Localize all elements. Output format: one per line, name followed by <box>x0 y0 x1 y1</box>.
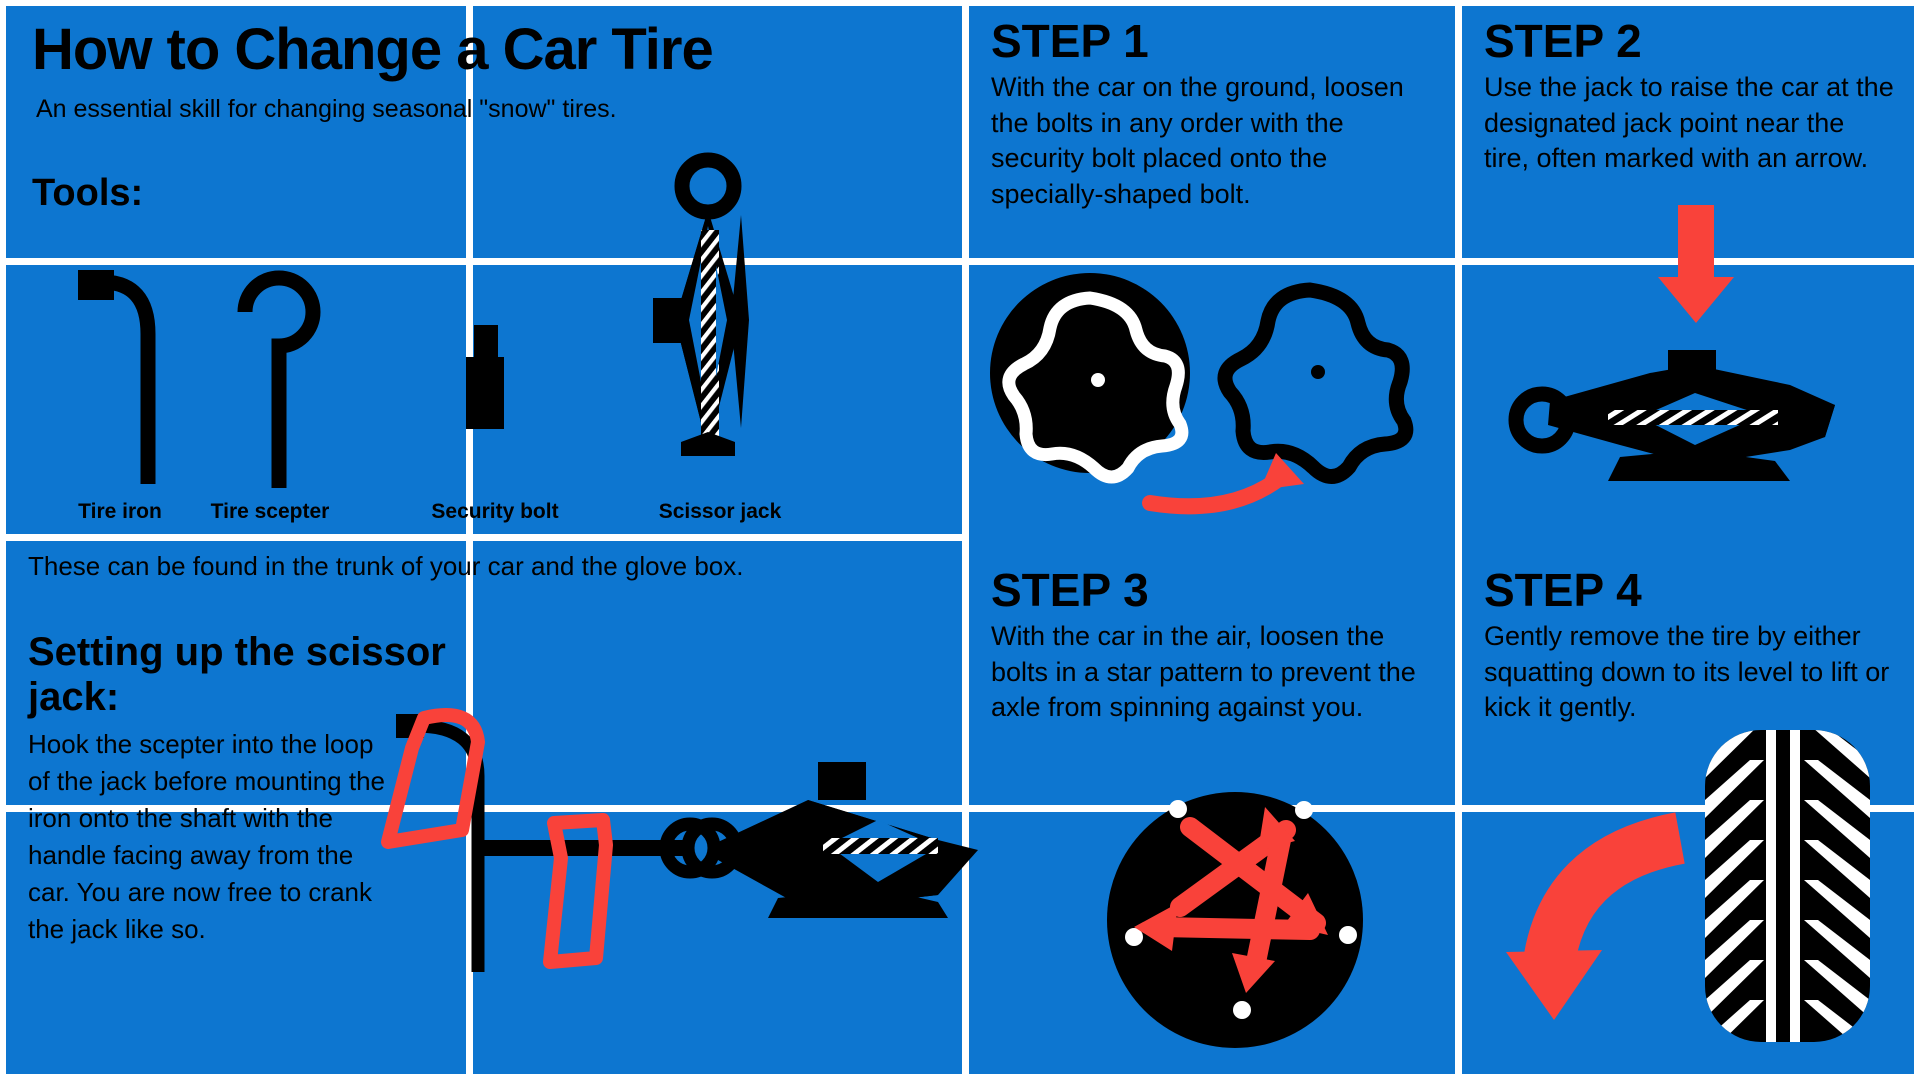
tire-scepter-icon <box>215 250 335 495</box>
tool-label-security-bolt: Security bolt <box>431 500 559 523</box>
page-subtitle: An essential skill for changing seasonal… <box>36 94 617 123</box>
setup-text-block: These can be found in the trunk of your … <box>6 541 744 1074</box>
setup-heading: Setting up the scissor jack: <box>28 630 446 719</box>
tire-removal-illustration <box>1500 720 1912 1070</box>
step-2-heading: STEP 2 <box>1484 15 1642 67</box>
step-3-body: With the car in the air, loosen the bolt… <box>991 621 1416 723</box>
tool-label-tire-scepter: Tire scepter <box>210 500 330 523</box>
tools-heading: Tools: <box>32 171 144 214</box>
tool-label-scissor-jack: Scissor jack <box>658 500 782 523</box>
star-pattern-bolt-order-illustration <box>1090 775 1380 1065</box>
step-2-body: Use the jack to raise the car at the des… <box>1484 72 1894 174</box>
scissor-jack-icon <box>645 150 815 495</box>
tool-label-tire-iron: Tire iron <box>78 500 162 523</box>
security-bolt-icon <box>460 325 530 435</box>
step-2-text: STEP 2 Use the jack to raise the car at … <box>1462 6 1914 226</box>
step-1-body: With the car on the ground, loosen the b… <box>991 72 1404 209</box>
step-3-text: STEP 3 With the car in the air, loosen t… <box>969 555 1455 795</box>
jack-assembly-illustration <box>378 690 978 990</box>
security-bolt-and-socket-illustration <box>980 268 1440 548</box>
page-title: How to Change a Car Tire <box>32 17 714 82</box>
horizontal-seam-row2 <box>6 534 962 541</box>
vertical-seam-3 <box>1455 6 1462 1074</box>
step-4-heading: STEP 4 <box>1484 564 1642 616</box>
step-3-heading: STEP 3 <box>991 564 1149 616</box>
step-1-heading: STEP 1 <box>991 15 1149 67</box>
step-4-text: STEP 4 Gently remove the tire by either … <box>1462 555 1914 755</box>
step-1-text: STEP 1 With the car on the ground, loose… <box>969 6 1455 256</box>
jack-lifting-with-down-arrow-illustration <box>1490 205 1910 525</box>
tools-note: These can be found in the trunk of your … <box>28 551 744 581</box>
tire-iron-icon <box>60 262 180 492</box>
step-4-body: Gently remove the tire by either squatti… <box>1484 621 1890 723</box>
title-block: How to Change a Car Tire An essential sk… <box>6 6 962 534</box>
setup-body: Hook the scepter into the loop of the ja… <box>28 729 386 944</box>
